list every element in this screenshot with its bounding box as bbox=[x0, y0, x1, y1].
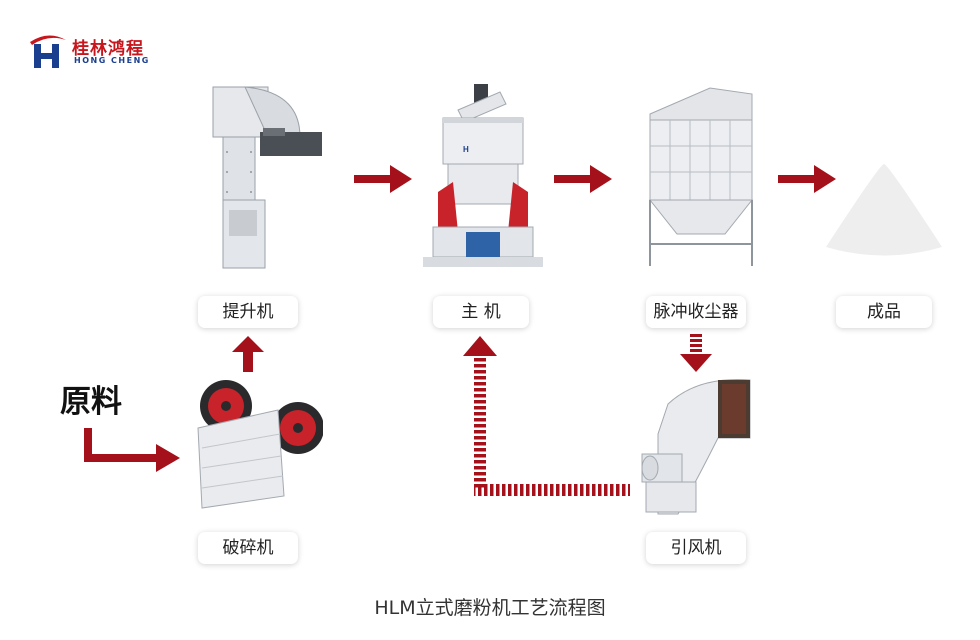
label-fan: 引风机 bbox=[646, 532, 746, 564]
bucket-elevator-image bbox=[212, 86, 322, 269]
arrow-fan-to-mill bbox=[463, 336, 630, 496]
label-elevator-text: 提升机 bbox=[222, 302, 274, 322]
product-powder-image bbox=[826, 164, 942, 256]
induced-fan-image bbox=[641, 379, 751, 515]
label-main-mill-text: 主 机 bbox=[461, 302, 501, 322]
brand-logo: 桂林鸿程 HONG CHENG bbox=[28, 32, 188, 72]
label-dust-collector-text: 脉冲收尘器 bbox=[653, 302, 739, 322]
arrow-collector-to-fan bbox=[680, 334, 712, 372]
arrow-raw-to-crusher bbox=[84, 428, 180, 472]
diagram-caption: HLM立式磨粉机工艺流程图 bbox=[374, 597, 606, 619]
svg-text:H: H bbox=[463, 145, 469, 154]
brand-name-cn: 桂林鸿程 bbox=[72, 39, 144, 59]
arrow-collector-to-product bbox=[778, 165, 836, 193]
label-crusher-text: 破碎机 bbox=[222, 538, 274, 558]
arrow-mill-to-collector bbox=[554, 165, 612, 193]
vertical-mill-image: H bbox=[423, 84, 543, 267]
hongcheng-logo-icon bbox=[30, 35, 66, 68]
jaw-crusher-image bbox=[197, 380, 323, 509]
label-main-mill: 主 机 bbox=[433, 296, 529, 328]
dust-collector-image bbox=[648, 87, 754, 266]
brand-name-en: HONG CHENG bbox=[74, 56, 150, 65]
raw-material-label: 原料 bbox=[60, 384, 122, 420]
arrow-elevator-to-mill bbox=[354, 165, 412, 193]
label-product-text: 成品 bbox=[867, 302, 901, 322]
label-crusher: 破碎机 bbox=[198, 532, 298, 564]
label-product: 成品 bbox=[836, 296, 932, 328]
label-dust-collector: 脉冲收尘器 bbox=[646, 296, 746, 328]
label-fan-text: 引风机 bbox=[670, 538, 722, 558]
arrow-crusher-to-elevator bbox=[232, 336, 264, 372]
label-elevator: 提升机 bbox=[198, 296, 298, 328]
